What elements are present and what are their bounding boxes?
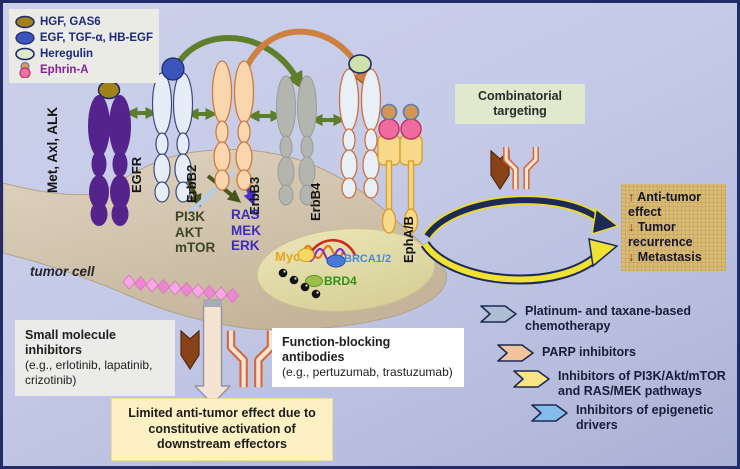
ephrin-top-icon [380, 103, 398, 121]
ligand-hgf-icon [97, 80, 121, 100]
tumor-cell-label: tumor cell [30, 264, 95, 279]
receptor-erbb4 [338, 68, 382, 199]
receptor-label-erbb2: ErbB2 [184, 164, 199, 203]
brca-label: BRCA1/2 [344, 253, 392, 265]
legend-item-hgf: HGF, GAS6 [15, 14, 153, 30]
legend-label: Ephrin-A [40, 64, 89, 76]
therapy-label: Platinum- and taxane-based chemotherapy [525, 304, 692, 333]
ephrin-ligand-icon [378, 118, 400, 140]
pathway-label: MEK [231, 222, 261, 238]
antibody-icon [506, 147, 536, 189]
cycle-arrow-top [422, 195, 620, 240]
myc-protein-icon [297, 248, 315, 262]
diagram-artwork [3, 28, 620, 405]
therapy-legend-item-epigenetic: Inhibitors of epigenetic drivers [531, 403, 726, 432]
ephrin-swatch-icon [19, 62, 31, 78]
ligand-legend: HGF, GAS6 EGF, TGF-α, HB-EGF Heregulin E… [9, 9, 159, 83]
pathway-label: mTOR [175, 240, 216, 255]
therapy-label: Inhibitors of PI3K/Akt/mTOR and RAS/MEK … [558, 369, 726, 398]
cycle-arrow-bottom [420, 238, 619, 285]
therapy-label: Inhibitors of epigenetic drivers [576, 403, 714, 432]
pathway-ras-mek-erk: RAS MEK ERK [231, 207, 261, 254]
function-blocking-antibodies-box: Function-blocking antibodies (e.g., pert… [272, 328, 464, 387]
outcome-text: Anti-tumor effect [628, 190, 702, 219]
box-subtitle: (e.g., pertuzumab, trastuzumab) [282, 365, 453, 379]
small-molecule-inhibitors-box: Small molecule inhibitors (e.g., erlotin… [15, 320, 175, 396]
legend-label: HGF, GAS6 [40, 16, 101, 28]
ephrin-top-icon [402, 103, 420, 121]
pathway-pi3k-akt-mtor: PI3K AKT mTOR [175, 209, 215, 256]
pathway-inhibitor-arrow-icon [513, 370, 550, 388]
box-title: Function-blocking antibodies [282, 335, 391, 364]
pathway-label: RAS [231, 207, 260, 222]
up-arrow-glyph: ↑ [628, 190, 635, 204]
brca-protein-icon [326, 254, 346, 268]
brd4-protein-icon [305, 275, 323, 287]
therapy-legend-item-chemo: Platinum- and taxane-based chemotherapy [480, 304, 700, 333]
heregulin-swatch-icon [15, 47, 35, 61]
pathway-label: AKT [175, 224, 203, 240]
pink-phospho-chain [122, 274, 240, 304]
combinatorial-targeting-box: Combinatorial targeting [455, 84, 585, 124]
legend-item-ephrin: Ephrin-A [15, 62, 153, 78]
outcome-item: ↓ Tumor recurrence [628, 220, 720, 250]
down-arrow-glyph: ↓ [628, 250, 635, 264]
parp-arrow-icon [497, 344, 534, 362]
ligand-egf-icon [161, 57, 185, 81]
brd4-label: BRD4 [324, 274, 357, 288]
down-arrow-glyph: ↓ [628, 220, 635, 234]
big-downward-arrow [194, 299, 231, 405]
receptor-label-epha-b: EphA/B [401, 216, 416, 263]
myc-label: Myc [275, 249, 301, 264]
receptor-label-egfr: EGFR [129, 156, 144, 193]
receptor-label-erbb4: ErbB4 [308, 182, 323, 221]
therapy-legend-item-pathway-inhibitors: Inhibitors of PI3K/Akt/mTOR and RAS/MEK … [513, 369, 737, 398]
outcome-box: ↑ Anti-tumor effect ↓ Tumor recurrence ↓… [621, 184, 726, 271]
antibody-icon [231, 331, 271, 388]
nucleosome-dots [278, 268, 321, 299]
epigenetic-inhibitor-arrow-icon [531, 404, 568, 422]
brown-inhibitor-arrow [180, 330, 200, 370]
outcome-text: Metastasis [637, 250, 702, 264]
chemo-arrow-icon [480, 305, 517, 323]
legend-item-heregulin: Heregulin [15, 46, 153, 62]
crosstalk-arc-egfr-to-erbb3 [170, 35, 304, 90]
limited-effect-box: Limited anti-tumor effect due to constit… [111, 398, 333, 461]
egf-swatch-icon [15, 31, 35, 45]
pathway-label: PI3K [175, 209, 206, 224]
therapy-legend-item-parp: PARP inhibitors [497, 343, 672, 362]
outcome-item: ↑ Anti-tumor effect [628, 190, 720, 220]
outcome-item: ↓ Metastasis [628, 250, 720, 265]
legend-label: Heregulin [40, 48, 94, 60]
outcome-text: Tumor recurrence [628, 220, 693, 249]
receptor-epha-b [377, 103, 423, 234]
ephrin-ligand-icon [400, 118, 422, 140]
ligand-heregulin-icon [348, 54, 372, 74]
legend-label: EGF, TGF-α, HB-EGF [39, 32, 153, 44]
arrow-egfr-to-pi3k [186, 177, 202, 208]
legend-item-egf: EGF, TGF-α, HB-EGF [15, 30, 153, 46]
hgf-swatch-icon [15, 15, 35, 29]
box-title: Small molecule inhibitors [25, 328, 117, 357]
receptor-label-met-axl-alk: Met, Axl, ALK [45, 106, 60, 193]
box-subtitle: (e.g., erlotinib, lapatinib, crizotinib) [25, 358, 153, 387]
pathway-label: ERK [231, 238, 260, 253]
therapy-label: PARP inhibitors [542, 345, 636, 359]
receptor-crosstalk-arrows [125, 107, 346, 126]
